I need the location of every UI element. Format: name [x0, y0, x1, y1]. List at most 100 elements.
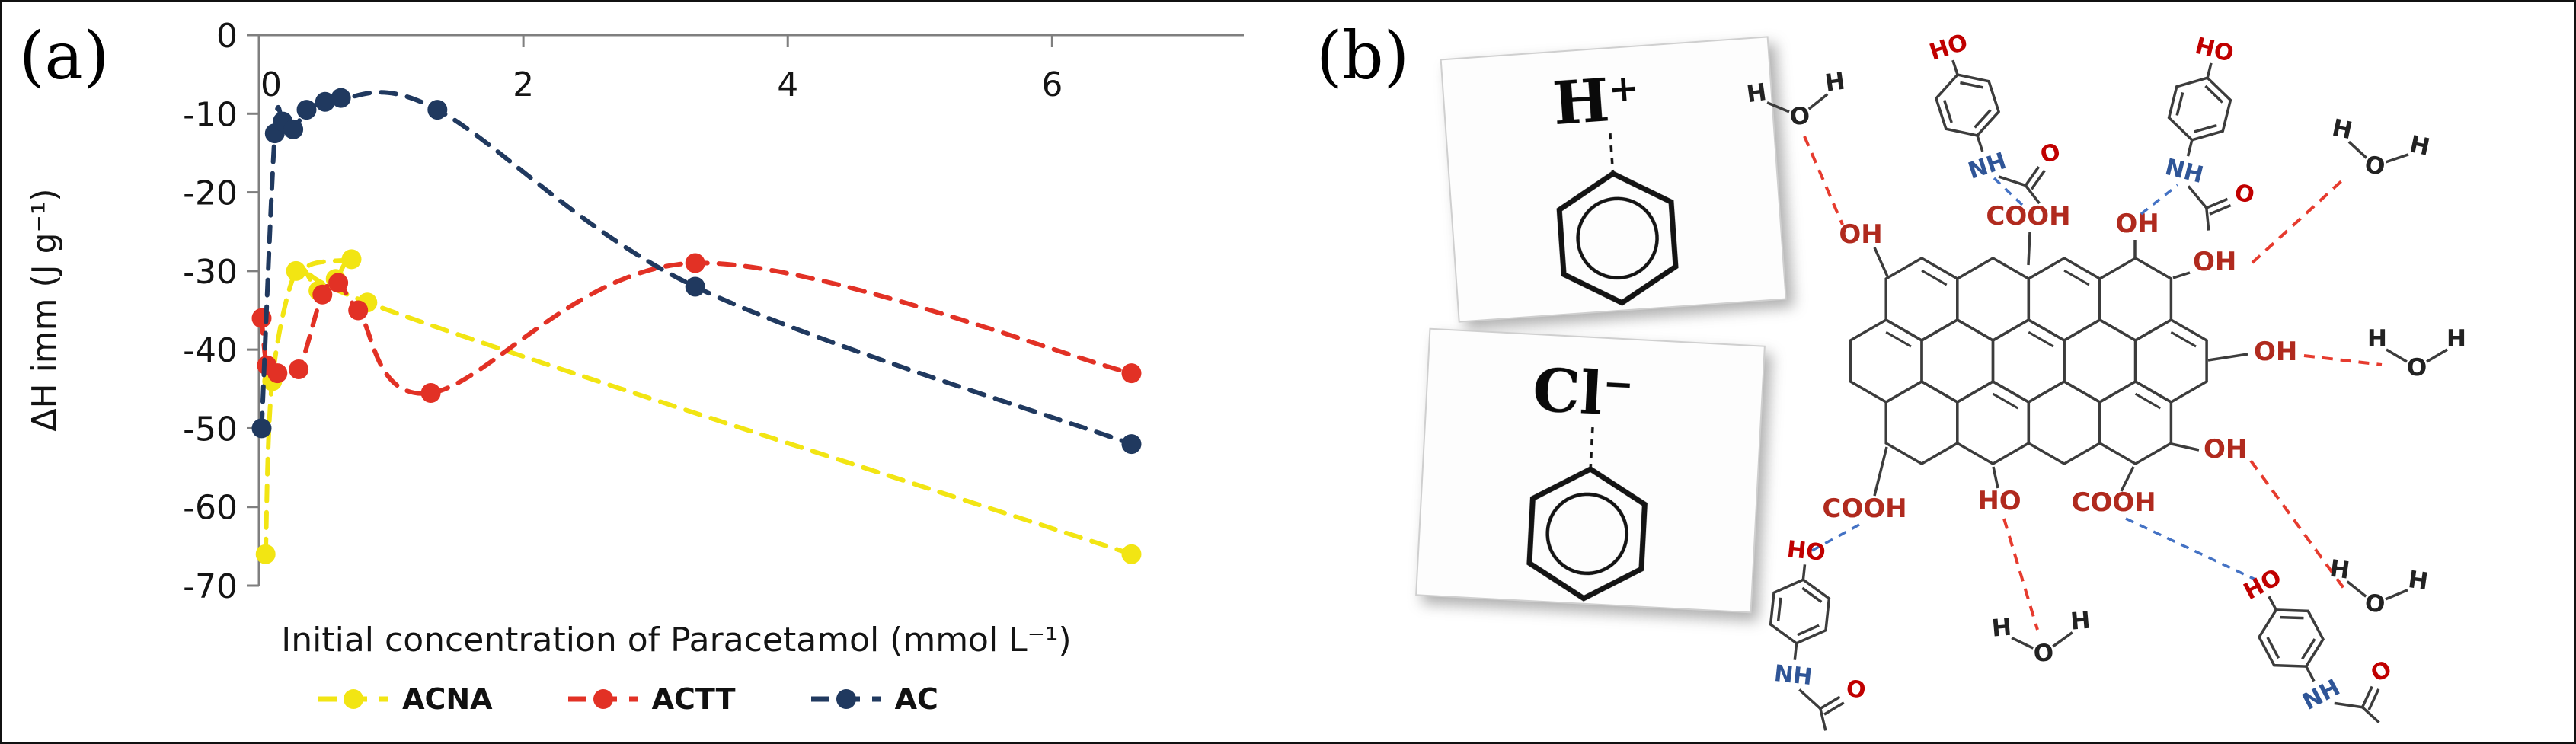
h-bond-red [2251, 179, 2344, 264]
cl-minus-card: Cl− [1415, 327, 1766, 614]
benzene-circle [1576, 196, 1659, 280]
data-point-AC [251, 418, 272, 439]
double-bond [1885, 330, 1912, 348]
aromatic-ring [2063, 318, 2137, 404]
legend-item-actt: ACTT [565, 682, 736, 716]
legend-swatch [567, 689, 638, 709]
aromatic-ring [1956, 256, 2031, 343]
water-molecule [2322, 112, 2434, 191]
x-axis-title: Initial concentration of Paracetamol (mm… [281, 621, 1071, 659]
y-tick-label: -70 [183, 567, 238, 606]
legend-marker [836, 689, 856, 709]
fg-bond [2172, 271, 2191, 279]
fg-bond [1992, 466, 1999, 489]
h-bond-red [2002, 518, 2039, 631]
data-point-AC [283, 119, 304, 139]
oh-group-label: OH [2193, 247, 2236, 277]
data-point-ACTT [267, 363, 288, 384]
oh-group-label: OH [2254, 337, 2297, 367]
chart-legend: ACNA ACTT AC [33, 682, 1221, 716]
water-molecule [2366, 324, 2468, 383]
h-bond-blue [2140, 184, 2179, 216]
fg-bond [1873, 247, 1889, 277]
cooh-group-label: COOH [1986, 201, 2070, 232]
aromatic-ring [1884, 379, 1959, 466]
double-bond [1921, 269, 1948, 286]
water-molecule [2322, 553, 2431, 626]
fg-bond [2120, 466, 2135, 492]
data-point-AC [1121, 434, 1142, 455]
aromatic-ring [2098, 379, 2173, 466]
y-tick-label: -30 [183, 253, 238, 292]
water-molecule [1989, 605, 2096, 673]
fg-bond [2171, 442, 2200, 452]
chart-plot-area: 0 2 4 6 0 -10 -20 -30 -40 -50 -60 -70 [183, 17, 1244, 606]
data-point-AC [427, 100, 448, 120]
anion-pi-dash [1589, 426, 1594, 472]
legend-label: AC [894, 682, 938, 716]
double-bond [2063, 269, 2090, 286]
double-bond [2134, 392, 2162, 410]
cl-minus-symbol: Cl− [1531, 356, 1635, 430]
h-bond-blue [1992, 176, 2024, 206]
x-tick-label: 6 [1041, 65, 1063, 104]
cooh-group-label: COOH [2071, 487, 2156, 518]
data-point-AC [296, 100, 317, 120]
panel-b-scheme: O H H HO NH O [1297, 2, 2574, 742]
double-bond [1992, 392, 2019, 410]
h-bonds-red [1803, 136, 2383, 631]
data-point-ACTT [289, 359, 309, 379]
panel-a-label: (a) [19, 18, 109, 94]
data-point-ACTT [420, 383, 441, 403]
h-bond-red [1803, 136, 1844, 225]
y-tick-label: -40 [183, 331, 238, 370]
fg-bond [2027, 232, 2031, 266]
series-line-ACNA [263, 256, 1134, 557]
h-plus-symbol: H+ [1551, 63, 1642, 139]
ion-symbol: H [1551, 65, 1612, 139]
data-point-AC [315, 91, 335, 112]
y-tick-label: 0 [216, 17, 238, 56]
data-point-ACTT [685, 253, 705, 273]
fg-bonds [1873, 232, 2248, 497]
h-bond-red [2303, 354, 2383, 366]
activated-carbon-lattice [1849, 256, 2208, 466]
double-bond [2170, 330, 2197, 348]
molecular-scene: OH COOH OH OH OH OH COOH HO COOH [1743, 11, 2468, 742]
data-point-AC [331, 88, 351, 108]
legend-label: ACTT [651, 682, 736, 716]
x-tick-label: 0 [260, 65, 282, 104]
y-tick-label: -60 [183, 489, 238, 528]
y-tick-label: -50 [183, 410, 238, 449]
x-tick-label: 4 [777, 65, 798, 104]
data-point-ACNA [286, 260, 306, 281]
h-plus-card: H+ [1440, 36, 1787, 323]
ion-charge: − [1602, 362, 1635, 407]
benzene-hexagon [1526, 465, 1648, 602]
data-point-ACNA [341, 249, 362, 270]
panel-a-chart: (a) 0 2 4 6 0 -10 -20 -30 -40 -50 -60 -70 Initial c… [2, 2, 1297, 742]
ho-group-label: HO [1977, 486, 2021, 516]
data-point-ACTT [312, 284, 333, 305]
scheme-svg: O H H HO NH O [1316, 11, 2468, 742]
h-bond-blue [2125, 517, 2256, 581]
chart-svg: (a) 0 2 4 6 0 -10 -20 -30 -40 -50 -60 -70 Initial c… [19, 17, 1244, 659]
data-point-AC [685, 276, 705, 297]
ion-symbol: Cl [1531, 356, 1604, 429]
panel-b-label: (b) [1316, 18, 1409, 94]
legend-swatch [810, 689, 881, 709]
fg-bond [1873, 446, 1888, 497]
oh-group-label: OH [1839, 219, 1882, 250]
oh-group-label: OH [2115, 209, 2159, 239]
y-tick-label: -20 [183, 174, 238, 213]
aromatic-ring [1920, 318, 1995, 404]
cooh-group-label: COOH [1822, 493, 1906, 524]
y-tick-label: -10 [183, 95, 238, 134]
aromatic-ring [2098, 256, 2173, 343]
paracetamol-molecule [2143, 29, 2291, 241]
paracetamol-molecule [1916, 11, 2075, 225]
data-point-ACNA [255, 544, 276, 564]
ion-charge: + [1607, 66, 1641, 111]
x-tick-label: 2 [513, 65, 534, 104]
